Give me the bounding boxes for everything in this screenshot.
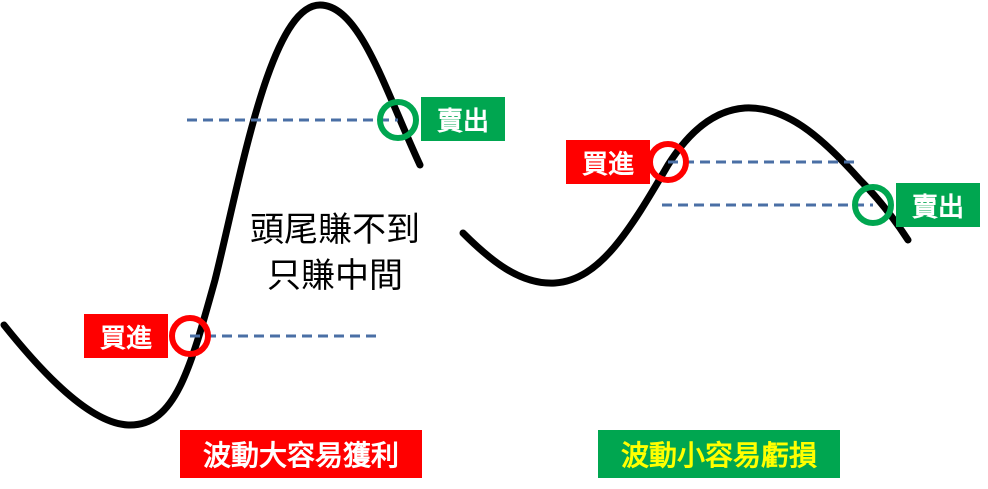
annotation-line-2: 只賺中間	[267, 256, 403, 296]
right-sell-label: 賣出	[896, 183, 980, 227]
right-buy-label: 買進	[566, 140, 650, 184]
annotation-line-1: 頭尾賺不到	[250, 210, 420, 250]
left-sell-label: 賣出	[421, 97, 505, 141]
right-sell-marker	[852, 184, 894, 226]
left-wave-curve	[0, 1, 424, 429]
right-caption: 波動小容易虧損	[598, 430, 840, 478]
left-sell-marker	[377, 99, 419, 141]
left-buy-marker	[169, 315, 211, 357]
right-buy-marker	[647, 141, 689, 183]
right-wave-curve	[459, 104, 912, 287]
left-caption: 波動大容易獲利	[180, 430, 422, 478]
left-buy-label: 買進	[84, 314, 168, 358]
